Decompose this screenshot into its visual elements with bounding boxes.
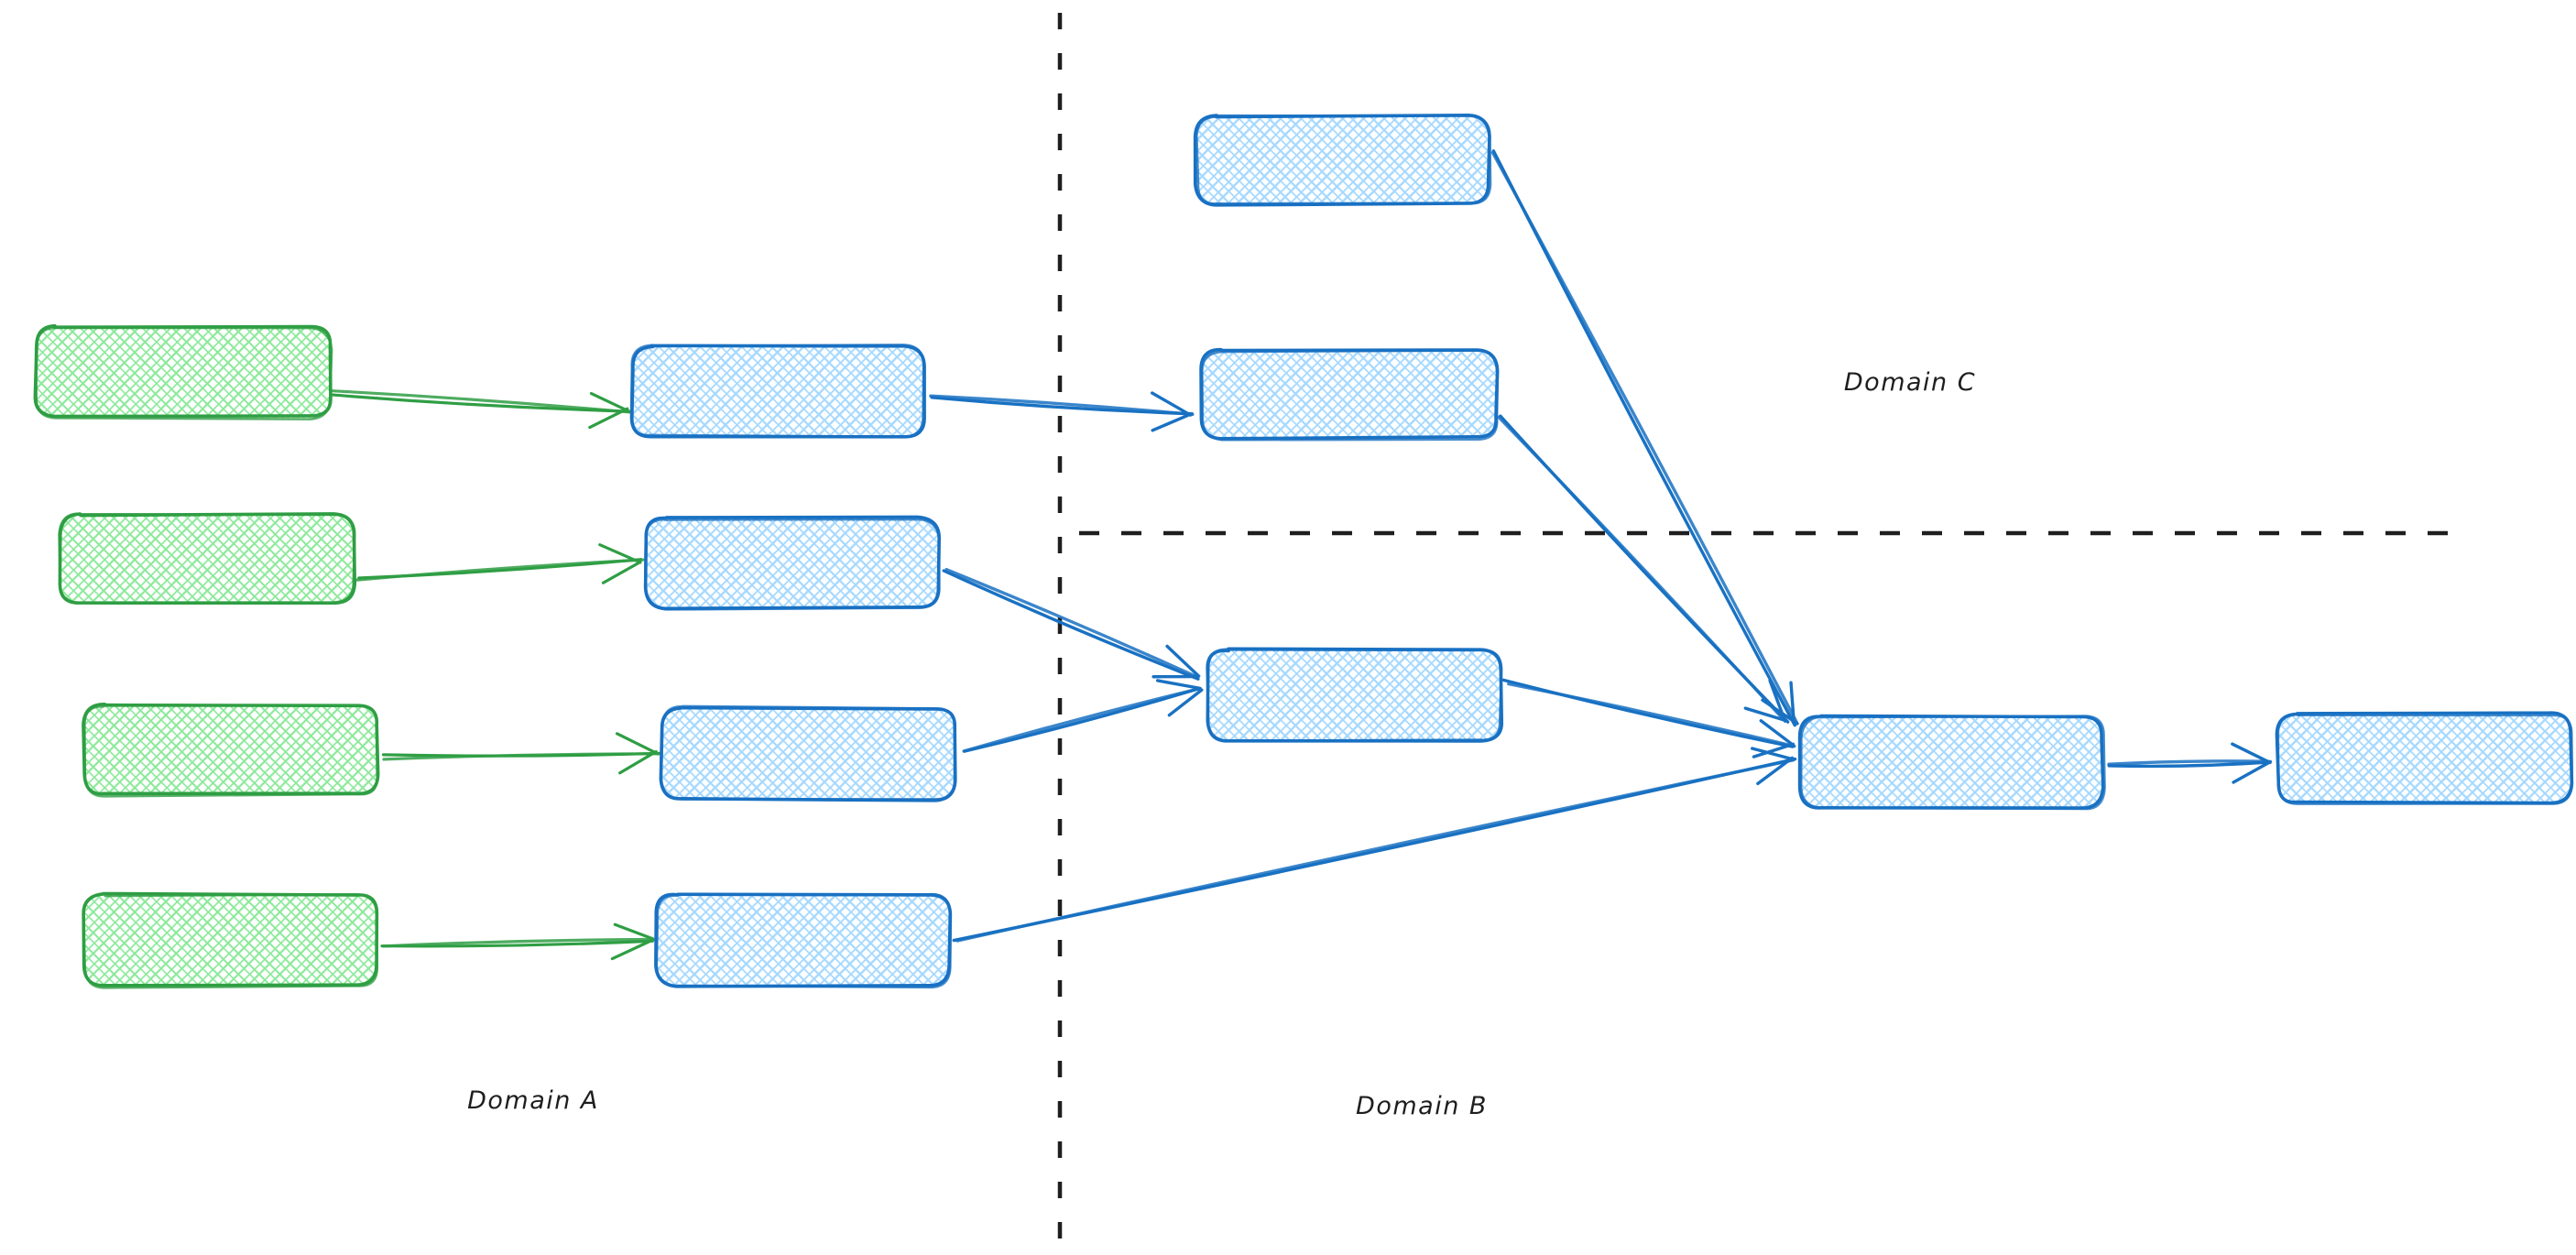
node-a1[interactable] [33,323,333,420]
node-outline [2276,713,2574,805]
node-fill [660,706,955,800]
node-outline [655,892,953,989]
node-outline [1799,715,2106,811]
node-fill [83,704,378,796]
node-c2[interactable] [1199,347,1500,442]
node-b4[interactable] [654,892,953,989]
node-outline [643,518,941,611]
node-a2[interactable] [58,512,357,606]
node-outline [58,512,356,605]
node-fill [1801,715,2104,809]
node-c3[interactable] [1206,647,1504,743]
node-b2[interactable] [643,515,941,611]
domain-a-label: Domain A [467,1086,599,1115]
node-fill [644,518,938,609]
edge-a1-to-b1 [329,388,631,430]
node-outline [83,703,379,798]
domain-c-label: Domain C [1844,368,1976,397]
node-out[interactable] [2275,711,2574,805]
edge-b3-to-c3 [962,679,1204,753]
edge-c1-to-hub [1490,149,1799,727]
node-a3[interactable] [82,703,380,798]
node-c1[interactable] [1193,114,1492,207]
edge-b2-to-c3 [942,567,1201,681]
node-fill [1201,349,1498,439]
domain-b-label: Domain B [1356,1092,1488,1120]
node-fill [83,893,378,987]
node-hub[interactable] [1797,714,2106,811]
edge-b1-to-c2 [929,391,1195,432]
edge-c3-to-hub [1501,678,1796,758]
edge-hub-to-out [2107,742,2273,784]
node-fill [58,514,355,604]
node-layer [33,114,2574,989]
divider-layer [1057,13,2453,1248]
edge-b4-to-hub [952,747,1797,943]
node-fill [1195,116,1490,205]
node-a4[interactable] [82,891,379,989]
node-outline [82,892,378,989]
edge-c2-to-hub [1497,414,1790,724]
edge-a4-to-b4 [380,922,656,961]
edge-layer [329,149,2273,961]
node-outline [629,344,925,438]
edge-a2-to-b2 [355,543,645,584]
node-b1[interactable] [629,344,926,439]
node-outline [1195,114,1492,205]
node-outline [1201,349,1500,442]
node-fill [1206,648,1501,741]
node-outline [34,326,333,420]
node-fill [2276,714,2571,805]
node-fill [631,345,926,437]
edge-a3-to-b3 [381,732,661,775]
node-fill [37,327,333,419]
node-outline [1206,648,1503,743]
node-b3[interactable] [659,704,957,802]
node-outline [660,704,956,801]
node-fill [655,893,949,987]
